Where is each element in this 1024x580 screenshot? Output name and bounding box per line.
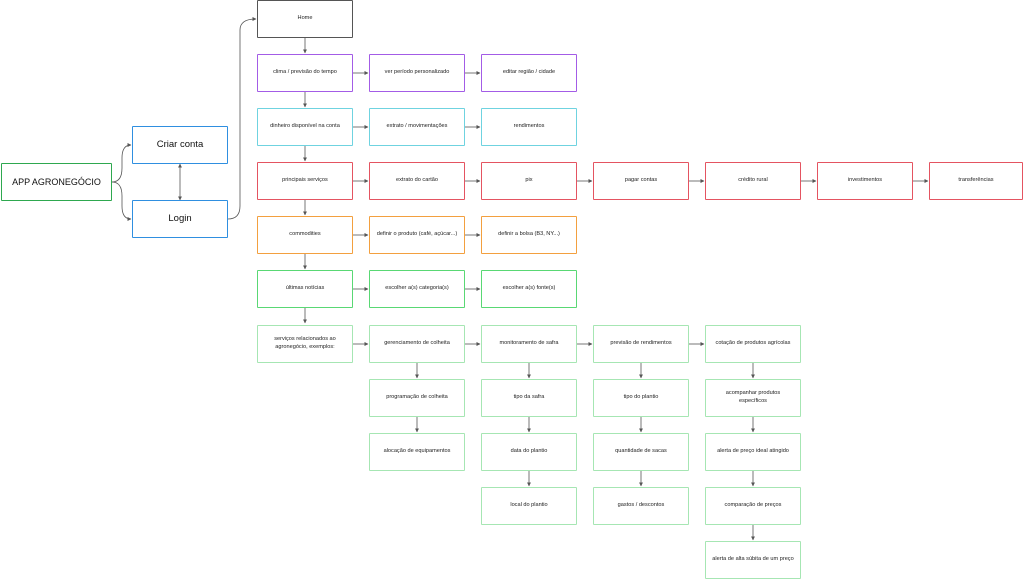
node-services: principais serviços xyxy=(257,162,353,200)
node-commodities: commodities xyxy=(257,216,353,254)
node-planting-date: data do plantio xyxy=(481,433,577,471)
node-planting-type: tipo do plantio xyxy=(593,379,689,417)
node-label: quantidade de sacas xyxy=(615,448,667,455)
node-planting-location: local do plantio xyxy=(481,487,577,525)
node-label: local do plantio xyxy=(510,502,548,509)
node-card-statement: extrato do cartão xyxy=(369,162,465,200)
node-label: últimas notícias xyxy=(285,285,325,292)
node-label: commodities xyxy=(289,231,321,238)
edge-root-login xyxy=(111,181,132,221)
node-harvest-schedule: programação de colheita xyxy=(369,379,465,417)
node-track-products: acompanhar produtos específicos xyxy=(705,379,801,417)
node-label: alerta de preço ideal atingido xyxy=(717,448,789,455)
node-price-quote: cotação de produtos agrícolas xyxy=(705,325,801,363)
node-label: extrato do cartão xyxy=(396,177,438,184)
node-label: tipo da safra xyxy=(513,394,545,401)
node-label: gastos / descontos xyxy=(617,502,665,509)
node-label: cotação de produtos agrícolas xyxy=(715,340,791,347)
node-label: escolher a(s) categoria(s) xyxy=(385,285,449,292)
node-label: ver período personalizado xyxy=(384,69,450,76)
node-price-spike-alert: alerta de alta súbita de um preço xyxy=(705,541,801,579)
node-label: transferências xyxy=(958,177,994,184)
node-harvest-mgmt: gerenciamento de colheita xyxy=(369,325,465,363)
node-label: programação de colheita xyxy=(386,394,448,401)
node-bag-quantity: quantidade de sacas xyxy=(593,433,689,471)
node-pix: pix xyxy=(481,162,577,200)
node-news: últimas notícias xyxy=(257,270,353,308)
node-harvest-monitor: monitoramento de safra xyxy=(481,325,577,363)
edge-root-signup xyxy=(111,143,132,183)
node-label: pagar contas xyxy=(624,177,658,184)
node-weather: clima / previsão do tempo xyxy=(257,54,353,92)
node-label: previsão de rendimentos xyxy=(610,340,672,347)
node-label: crédito rural xyxy=(738,177,768,184)
node-label: Home xyxy=(297,15,313,22)
node-label: definir a bolsa (B3, NY...) xyxy=(498,231,560,238)
node-label: clima / previsão do tempo xyxy=(273,69,337,76)
node-criar-conta: Criar conta xyxy=(132,126,228,164)
node-label: gerenciamento de colheita xyxy=(384,340,450,347)
node-transfers: transferências xyxy=(929,162,1023,200)
node-label: editar região / cidade xyxy=(502,69,556,76)
node-commodity-product: definir o produto (café, açúcar...) xyxy=(369,216,465,254)
node-balance: dinheiro disponível na conta xyxy=(257,108,353,146)
node-ideal-price-alert: alerta de preço ideal atingido xyxy=(705,433,801,471)
node-investments: investimentos xyxy=(817,162,913,200)
node-label: rendimentos xyxy=(513,123,545,130)
node-label: definir o produto (café, açúcar...) xyxy=(376,231,458,238)
node-balance-statement: extrato / movimentações xyxy=(369,108,465,146)
node-home: Home xyxy=(257,0,353,38)
node-yield-forecast: previsão de rendimentos xyxy=(593,325,689,363)
node-news-source: escolher a(s) fonte(s) xyxy=(481,270,577,308)
node-equipment-allocation: alocação de equipamentos xyxy=(369,433,465,471)
node-balance-yield: rendimentos xyxy=(481,108,577,146)
node-label: APP AGRONEGÓCIO xyxy=(12,176,101,187)
node-label: tipo do plantio xyxy=(623,394,659,401)
node-harvest-type: tipo da safra xyxy=(481,379,577,417)
node-label: escolher a(s) fonte(s) xyxy=(502,285,556,292)
node-news-category: escolher a(s) categoria(s) xyxy=(369,270,465,308)
node-commodity-exchange: definir a bolsa (B3, NY...) xyxy=(481,216,577,254)
node-pay-bills: pagar contas xyxy=(593,162,689,200)
node-label: Criar conta xyxy=(156,138,204,150)
node-label: Login xyxy=(168,212,192,224)
node-label: alerta de alta súbita de um preço xyxy=(712,556,794,563)
node-label: pix xyxy=(525,177,533,184)
node-label: monitoramento de safra xyxy=(499,340,559,347)
node-weather-region: editar região / cidade xyxy=(481,54,577,92)
node-login: Login xyxy=(132,200,228,238)
node-label: acompanhar produtos específicos xyxy=(725,390,781,404)
node-app-agronegocio: APP AGRONEGÓCIO xyxy=(1,163,112,201)
node-label: serviços relacionados ao agronegócio, ex… xyxy=(274,336,336,350)
node-label: alocação de equipamentos xyxy=(383,448,451,455)
node-label: extrato / movimentações xyxy=(386,123,448,130)
edge-login-home xyxy=(227,17,257,220)
node-related-services: serviços relacionados ao agronegócio, ex… xyxy=(257,325,353,363)
node-label: data do plantio xyxy=(510,448,548,455)
node-label: dinheiro disponível na conta xyxy=(270,123,340,130)
node-rural-credit: crédito rural xyxy=(705,162,801,200)
node-label: principais serviços xyxy=(282,177,328,184)
node-price-comparison: comparação de preços xyxy=(705,487,801,525)
node-weather-period: ver período personalizado xyxy=(369,54,465,92)
node-label: investimentos xyxy=(847,177,883,184)
node-label: comparação de preços xyxy=(724,502,782,509)
node-expenses: gastos / descontos xyxy=(593,487,689,525)
